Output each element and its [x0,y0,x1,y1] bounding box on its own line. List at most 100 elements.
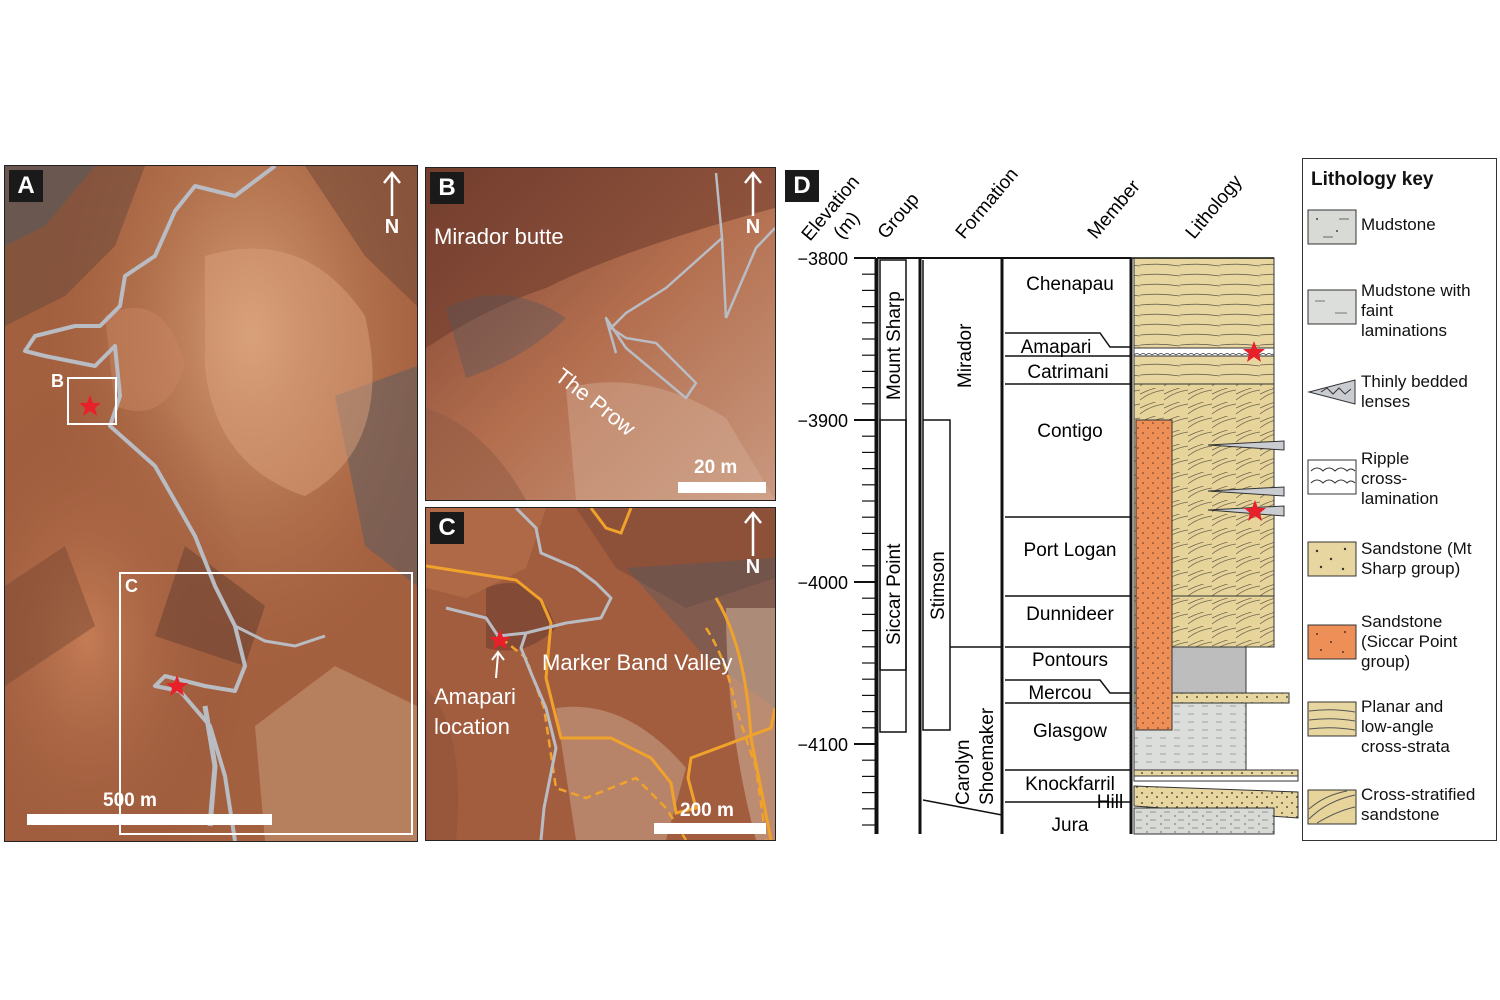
mudstone-swatch [1307,209,1357,245]
key-text-mudstone: Mudstone [1361,215,1436,234]
formation-shoemaker: Shoemaker [977,707,998,805]
key-text-planar-1: Planar and [1361,697,1444,716]
key-text-siccar-2: (Siccar Point [1361,632,1458,651]
header-lithology: Lithology [1182,171,1247,243]
north-arrow-c: N [738,510,768,590]
header-formation: Formation [952,164,1023,243]
key-text-mudstone-lam-2: faint [1361,301,1394,320]
panel-b-label: B [430,172,464,204]
thin-lenses-swatch [1307,379,1356,405]
marker-band-valley-label: Marker Band Valley [542,650,733,675]
ripple-swatch [1307,459,1357,495]
amapari-location-line2: location [434,714,510,739]
star-location-c [166,675,188,696]
panel-b-terrain [426,168,775,500]
panel-c-terrain [426,508,775,840]
inset-box-c [119,572,413,835]
cross-stratified-swatch [1307,789,1357,825]
member-catrimani: Catrimani [1027,362,1108,383]
sandstone-mtsharp-swatch [1307,541,1357,577]
key-text-ripple-2: cross- [1361,469,1408,488]
panel-c-label: C [430,512,464,544]
star-contigo-section [1244,500,1266,521]
member-port-logan: Port Logan [1024,540,1117,561]
group-siccar-point: Siccar Point [884,543,905,645]
header-member: Member [1084,176,1145,243]
member-glasgow: Glasgow [1033,721,1107,742]
north-arrow-icon [383,170,401,216]
elev-tick-3900: −3900 [797,411,848,431]
panel-a-terrain [5,166,417,841]
panel-b-map: B N Mirador butte The Prow 20 m [425,167,776,501]
traverse-path [23,166,277,841]
inset-label-b: B [51,371,64,391]
key-text-mtsharp-2: Sharp group) [1361,559,1461,578]
mudstone-laminations-swatch [1307,289,1357,325]
scale-bar-a [27,814,272,825]
key-text-cross-2: sandstone [1361,805,1440,824]
elev-tick-3800: −3800 [797,249,848,269]
header-group: Group [874,189,924,243]
sandstone-siccar-swatch [1307,624,1357,660]
north-arrow-a: N [377,170,407,250]
traverse-path-c [445,508,613,840]
scale-text-b: 20 m [694,457,738,478]
inset-box-b [67,377,117,425]
north-letter-c: N [745,556,761,578]
elev-tick-4100: −4100 [797,735,848,755]
key-text-mudstone-lam-1: Mudstone with [1361,281,1471,300]
member-amapari: Amapari [1021,337,1092,358]
star-location-b [79,395,101,416]
scale-text-c: 200 m [680,800,734,821]
member-pontours: Pontours [1032,650,1108,671]
elev-tick-4000: −4000 [797,573,848,593]
member-contigo: Contigo [1037,421,1103,442]
member-jura: Jura [1052,815,1089,836]
panel-d-label: D [785,170,819,202]
star-amapari-section [1243,341,1265,362]
mirador-butte-label: Mirador butte [434,224,564,249]
member-hill: Hill [1097,792,1123,813]
formation-stimson: Stimson [928,551,949,620]
stratigraphic-column-svg: −3800 −3900 −4000 −4100 Elevation (m) Gr… [797,164,1299,836]
formation-carolyn: Carolyn [953,740,974,805]
panel-a-label: A [9,170,43,202]
panel-c-map: C N Marker Band Valley Amapari location … [425,507,776,841]
panel-a-map: A N B C 500 m [4,165,418,842]
panel-d-stratigraphic-column: −3800 −3900 −4000 −4100 Elevation (m) Gr… [780,150,1300,850]
key-text-lenses-1: Thinly bedded [1361,372,1468,391]
elevation-minor-ticks [854,257,876,826]
key-text-planar-2: low-angle [1361,717,1434,736]
contact-line-solid [426,564,775,815]
lithology-column [1131,257,1299,835]
traverse-path-b [604,237,723,400]
formation-mirador: Mirador [955,323,976,388]
inset-label-c: C [125,576,138,596]
key-text-lenses-2: lenses [1361,392,1411,411]
star-amapari [489,629,511,650]
key-text-cross-1: Cross-stratified [1361,785,1476,804]
north-arrow-b: N [738,170,768,250]
scale-text-a: 500 m [103,790,157,811]
member-chenapau: Chenapau [1026,274,1114,295]
key-text-ripple-3: lamination [1361,489,1439,508]
key-text-mudstone-lam-3: laminations [1361,321,1447,340]
north-letter-b: N [745,216,761,238]
key-text-mtsharp-1: Sandstone (Mt [1361,539,1472,558]
scale-bar-b [678,482,766,493]
group-mount-sharp: Mount Sharp [884,291,905,400]
member-mercou: Mercou [1028,683,1091,704]
key-text-siccar-3: group) [1361,652,1411,671]
key-text-siccar-1: Sandstone [1361,612,1443,631]
member-dunnideer: Dunnideer [1026,604,1114,625]
amapari-location-line1: Amapari [434,684,516,709]
lithology-key: Lithology key Mudstone Mudstone with fai… [1302,158,1497,841]
north-letter-a: N [384,216,400,238]
north-arrow-icon [744,170,762,216]
member-knockfarril: Knockfarril [1025,774,1115,795]
key-text-planar-3: cross-strata [1361,737,1450,756]
key-text-ripple-1: Ripple [1361,449,1410,468]
scale-bar-c [654,823,766,834]
planar-swatch [1307,701,1357,737]
lithology-key-title: Lithology key [1311,169,1434,190]
